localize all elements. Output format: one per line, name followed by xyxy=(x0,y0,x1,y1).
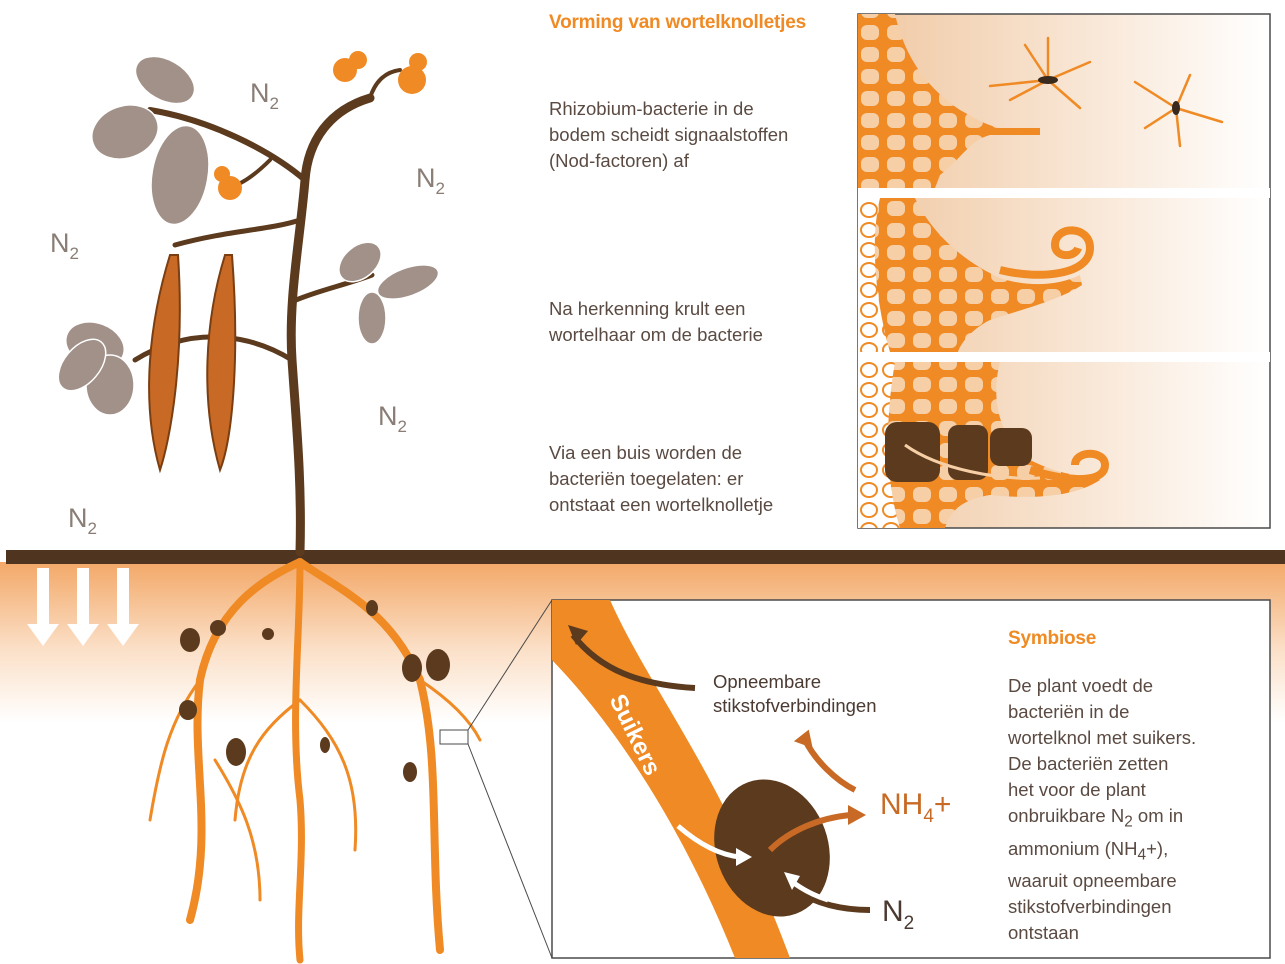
bean-pods xyxy=(149,255,235,470)
step-1-text: Rhizobium-bacterie in de bodem scheidt s… xyxy=(549,96,788,174)
nitrogen-down-arrows xyxy=(27,568,139,646)
step-3-text: Via een buis worden de bacteriën toegela… xyxy=(549,440,773,518)
step-2-text: Na herkenning krult een wortelhaar om de… xyxy=(549,296,763,348)
nodulation-panels xyxy=(858,14,1270,528)
n2-label: N2 xyxy=(378,403,407,435)
symbiose-body: De plant voedt de bacteriën in de wortel… xyxy=(1008,673,1268,946)
n2-label: N2 xyxy=(68,505,97,537)
ammonium-label: NH4+ xyxy=(880,790,951,826)
n2-label: N2 xyxy=(50,230,79,262)
n2-label: N2 xyxy=(416,165,445,197)
symbiose-title: Symbiose xyxy=(1008,628,1096,650)
nodulation-title: Vorming van wortelknolletjes xyxy=(549,12,806,34)
soil-surface-line xyxy=(6,550,1285,564)
n2-label: N2 xyxy=(250,80,279,112)
zoom-marker xyxy=(440,730,468,744)
absorbable-nitrogen-label: Opneembare stikstofverbindingen xyxy=(713,670,877,718)
nitrogen-gas-label: N2 xyxy=(882,897,914,933)
